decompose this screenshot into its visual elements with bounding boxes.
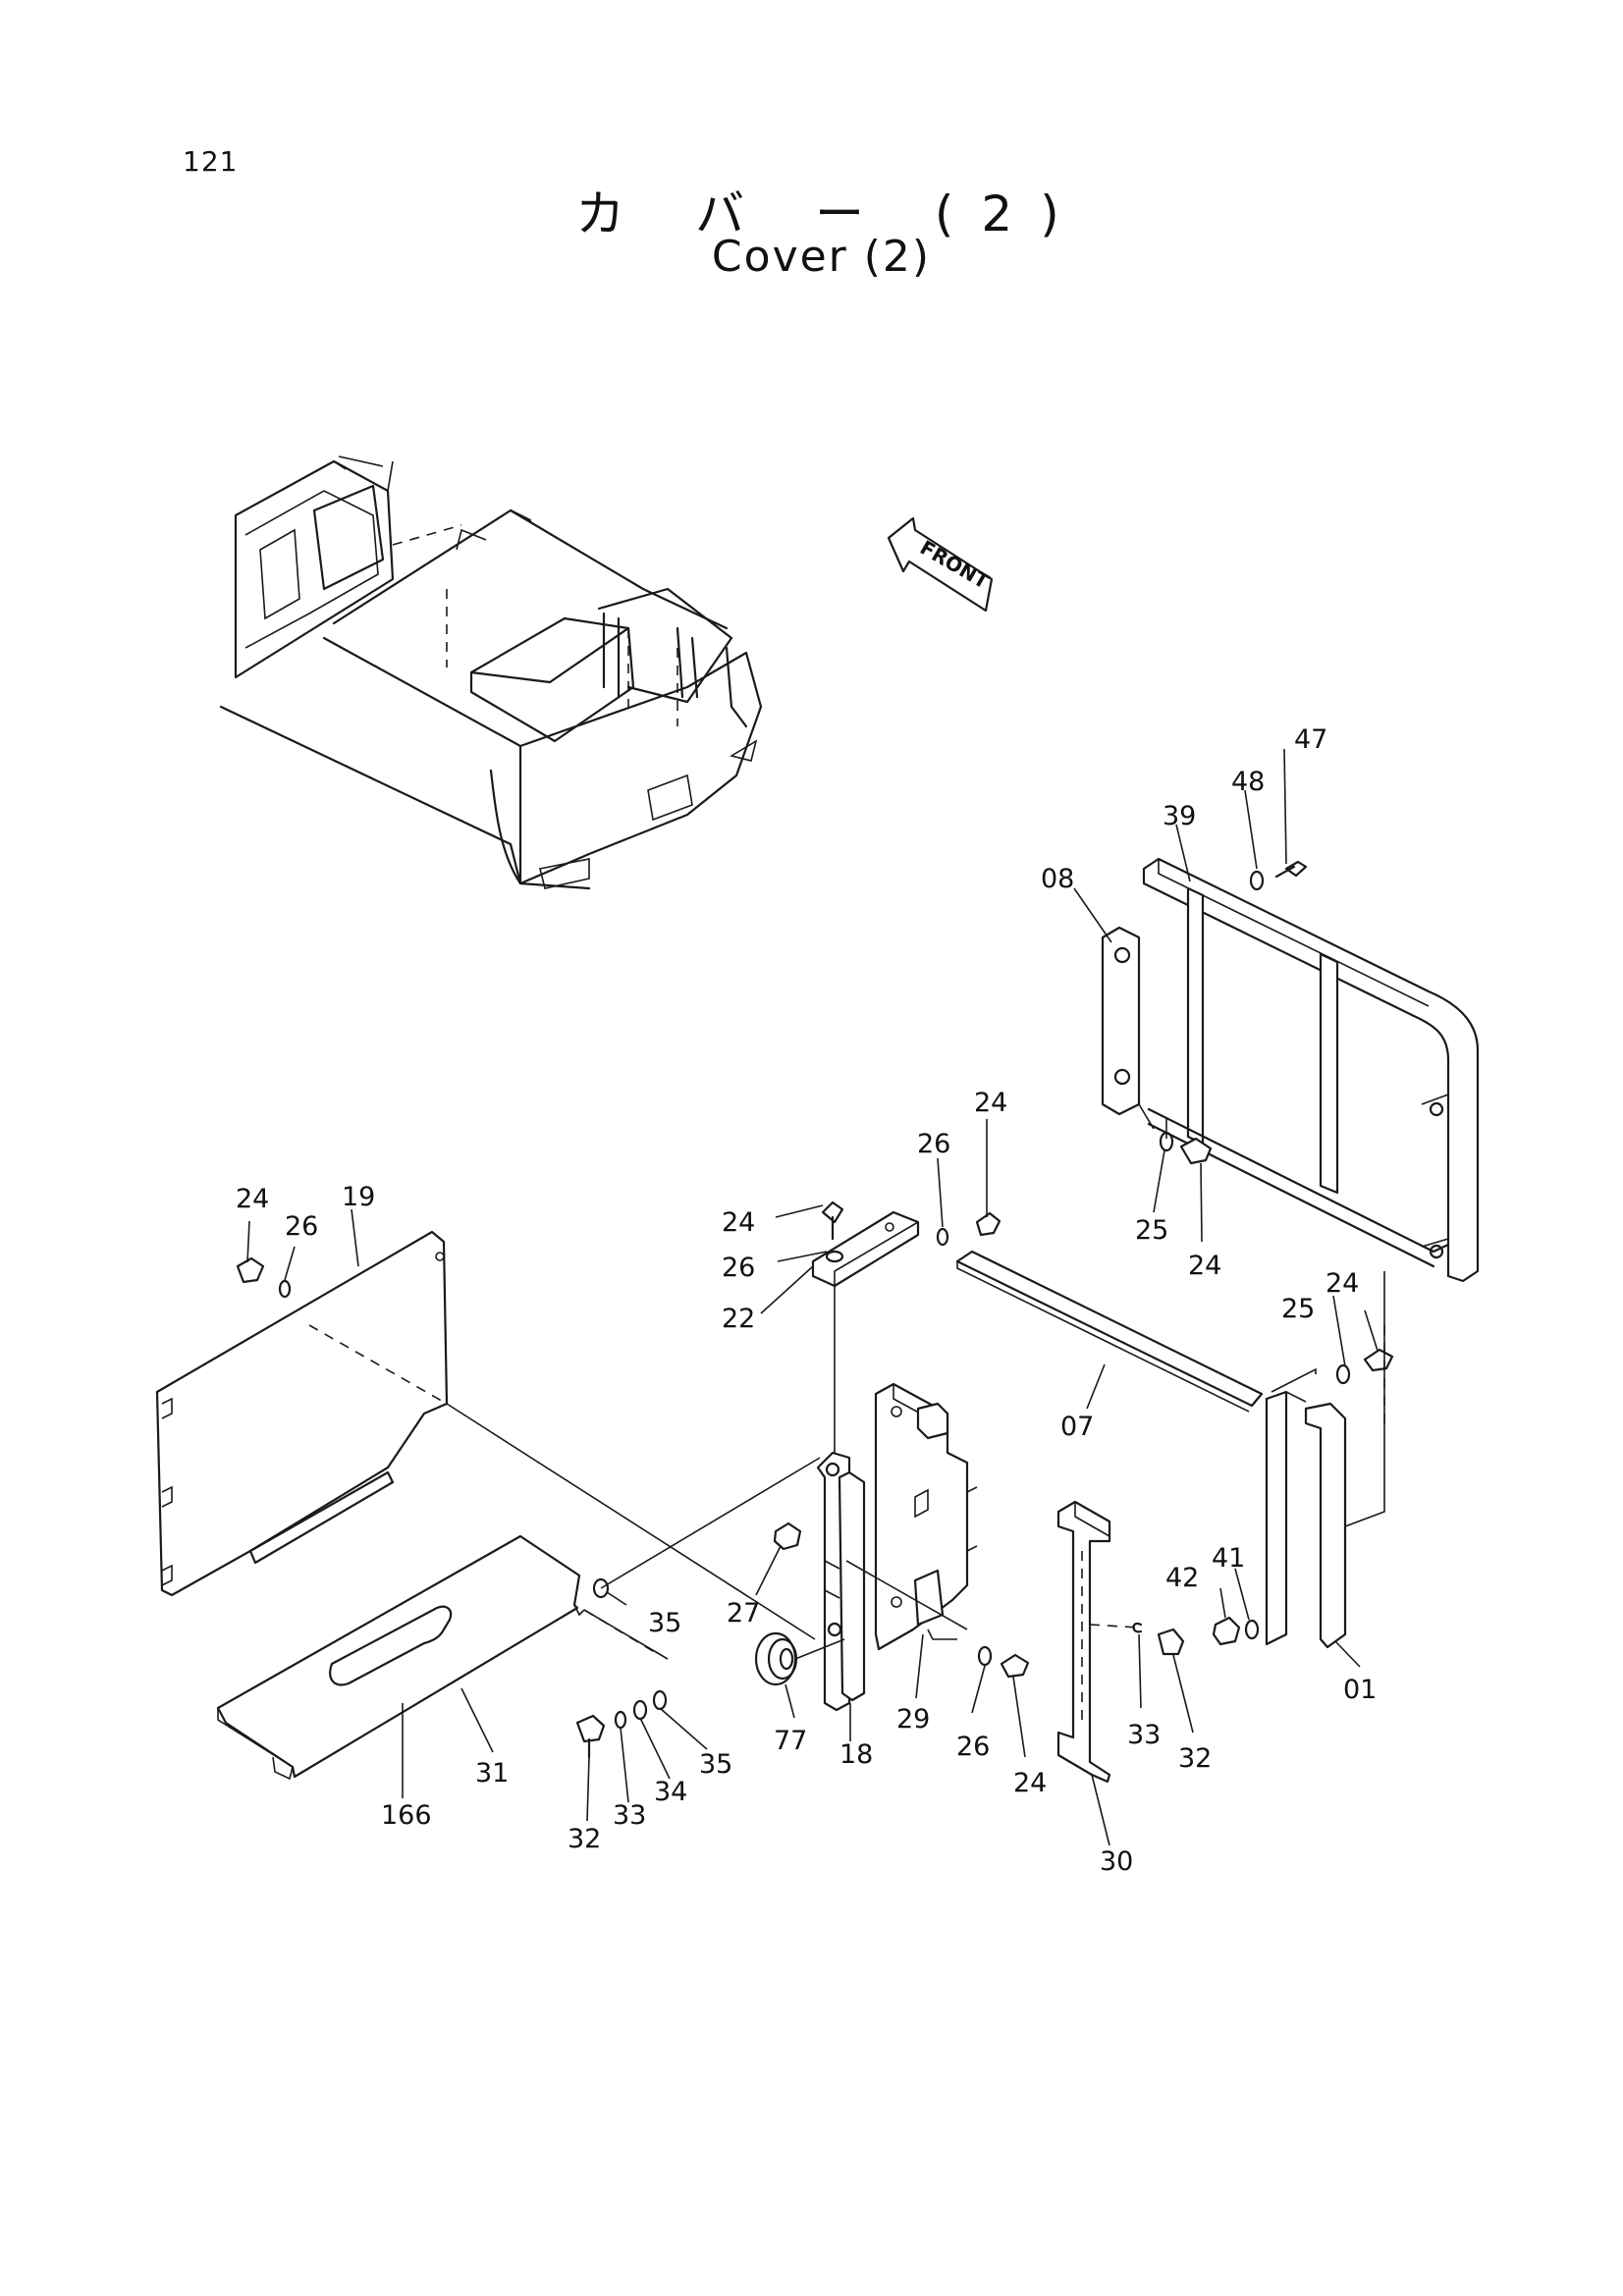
machine-overview-illustration: [219, 455, 763, 890]
callout-25-frame: 25: [1135, 1215, 1168, 1246]
title-japanese: カ バ ー (2): [575, 186, 1087, 242]
nut-27: [773, 1522, 802, 1551]
callout-24-plate-right: 24: [974, 1088, 1007, 1118]
callout-33-lower: 33: [613, 1800, 646, 1831]
callout-29: 29: [896, 1704, 930, 1735]
callout-35-cover: 35: [648, 1608, 681, 1638]
callout-33-right: 33: [1127, 1720, 1161, 1750]
assembly-lines: [308, 1119, 1385, 1660]
callout-47: 47: [1294, 724, 1327, 755]
callout-32-lower: 32: [568, 1824, 601, 1854]
callout-24-right: 24: [1325, 1268, 1359, 1299]
plate-22: [811, 1201, 1001, 1288]
washer-35: [592, 1577, 610, 1599]
bolt-32-washers-33-34-35: [575, 1689, 668, 1759]
front-direction-arrow: FRONT: [887, 516, 994, 613]
grommet-77: [754, 1631, 798, 1686]
bolt-24-washer-26-lower: [977, 1645, 1030, 1679]
cover-plate-29: [874, 1382, 978, 1651]
callout-24-panel: 24: [236, 1184, 269, 1214]
page-number: 121: [183, 145, 239, 178]
callout-77: 77: [774, 1726, 807, 1756]
bolt-24-washer-25-right: [1335, 1348, 1394, 1385]
callout-35-lower: 35: [699, 1749, 732, 1780]
callout-26-lower: 26: [956, 1732, 990, 1762]
callout-30: 30: [1100, 1846, 1133, 1877]
callout-39: 39: [1163, 801, 1196, 831]
front-label: FRONT: [916, 536, 994, 594]
callout-48: 48: [1231, 767, 1265, 797]
callout-24-plate-bolt: 24: [722, 1207, 755, 1238]
nut-42-washer-41: [1212, 1616, 1260, 1646]
leader-lines: [246, 748, 1379, 1846]
callout-31: 31: [475, 1758, 509, 1789]
callout-42: 42: [1165, 1563, 1199, 1593]
callout-24-lower: 24: [1013, 1768, 1047, 1798]
callout-26-panel: 26: [285, 1211, 318, 1242]
bolt-47-washer-48: [1249, 860, 1308, 891]
callout-19: 19: [342, 1182, 375, 1212]
callout-26-plate-right: 26: [917, 1129, 950, 1159]
post-01: [1265, 1390, 1347, 1649]
panel-19: [155, 1230, 449, 1597]
callout-25-right: 25: [1281, 1294, 1315, 1324]
title-english: Cover (2): [711, 232, 932, 282]
clip-33-bolt-32-right: [1132, 1622, 1185, 1656]
callout-08: 08: [1041, 864, 1074, 894]
callout-24-frame: 24: [1188, 1251, 1221, 1281]
callout-labels: 47 48 39 08 24 26 19 24 26 24 26 22 25 2…: [236, 724, 1377, 1877]
callout-27: 27: [727, 1598, 760, 1629]
callout-18: 18: [839, 1739, 873, 1770]
bracket-18: [816, 1451, 866, 1712]
bolt-24-washer-26-panel: [236, 1256, 292, 1299]
callout-26-plate-washer: 26: [722, 1253, 755, 1283]
callout-34: 34: [654, 1777, 687, 1807]
callout-41: 41: [1212, 1543, 1245, 1574]
bracket-30: [1056, 1500, 1111, 1784]
frame-assembly: [1101, 857, 1480, 1283]
callout-22: 22: [722, 1304, 755, 1334]
step-cover-31: [216, 1534, 585, 1781]
callout-166: 166: [381, 1800, 432, 1831]
callout-07: 07: [1060, 1412, 1094, 1442]
callout-32-right: 32: [1178, 1743, 1212, 1774]
bar-07: [955, 1250, 1264, 1413]
callout-01: 01: [1343, 1675, 1377, 1705]
